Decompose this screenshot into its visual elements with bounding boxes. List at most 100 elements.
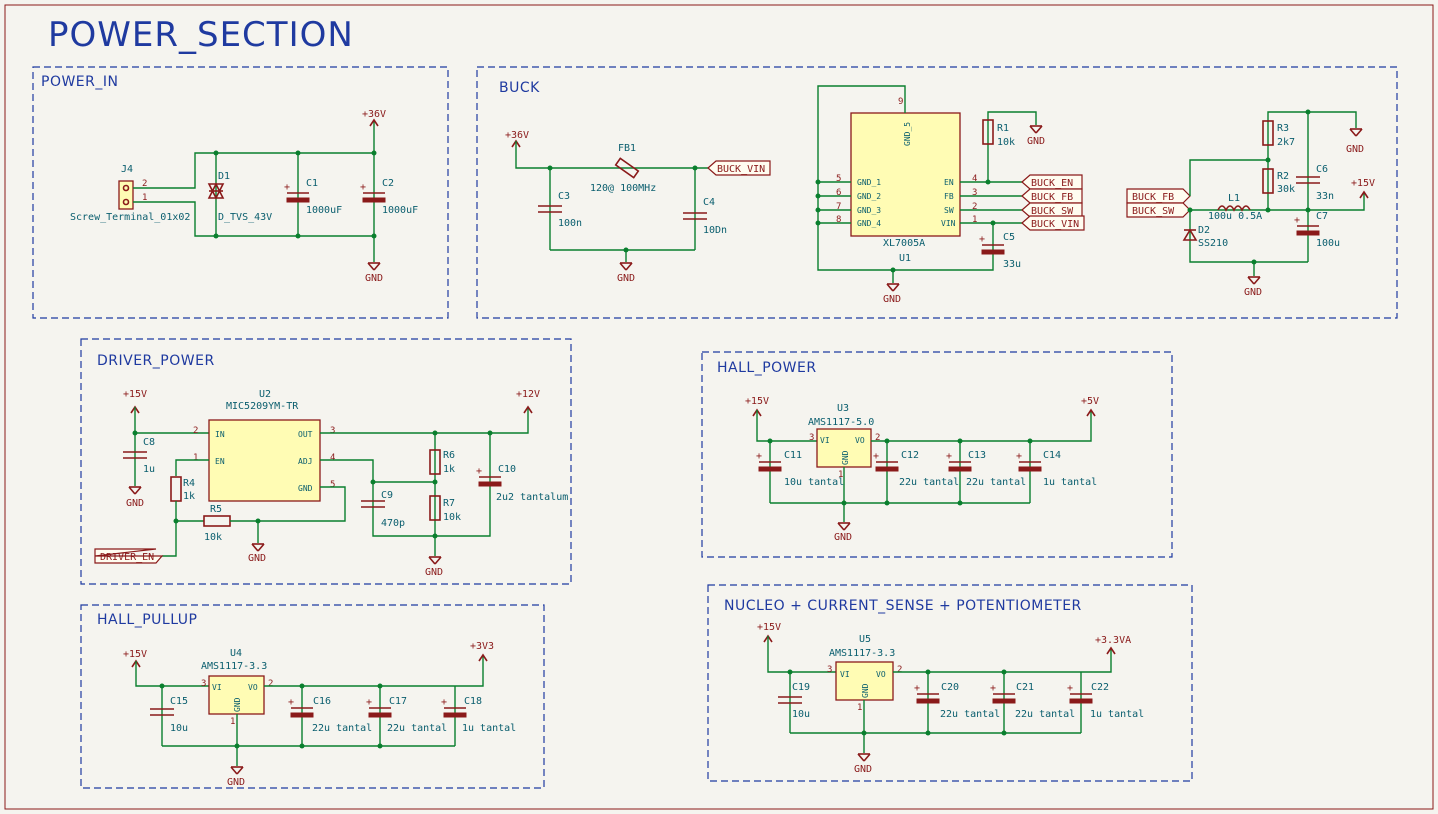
l1-value: 100u 0.5A [1208,211,1262,222]
u1-pin-en: EN [944,178,954,187]
u3-pin-vi: VI [820,436,830,445]
u5-pin-vo: VO [876,670,886,679]
d1-value: D_TVS_43V [218,212,272,223]
label-buck-en-text: BUCK_EN [1031,178,1073,189]
label-buck-fb-in-text: BUCK_FB [1132,192,1174,203]
power-36v-label: +36V [362,109,386,120]
c20-ref: C20 [941,682,959,693]
u2-ref: U2 [259,389,271,400]
label-buck-fb-in [1126,188,1191,204]
section-driver-power: DRIVER_POWER +15V C8 1u GND U2 MIC5209YM… [80,338,572,585]
power-36v-label: +36V [505,130,529,141]
power-15v-label: +15V [1351,178,1375,189]
gnd-label: GND [854,764,872,775]
label-buck-sw-text: BUCK_SW [1031,206,1074,217]
gnd-label: GND [834,532,852,543]
label-buck-fb [1021,188,1083,204]
u1-ref: U1 [899,253,911,264]
gnd-label: GND [617,273,635,284]
u4-num-gnd: 1 [230,717,235,727]
gnd-label: GND [227,777,245,788]
u1-num-7: 7 [836,202,841,212]
c17-value: 22u tantal [387,723,447,734]
section-title-buck: BUCK [499,80,540,96]
sheet-border [4,4,1434,810]
d1-ref: D1 [218,171,230,182]
r3-ref: R3 [1277,123,1289,134]
u1-pin-gnd5: GND_5 [903,122,912,146]
c5-value: 33u [1003,259,1021,270]
c6-ref: C6 [1316,164,1328,175]
c22-value: 1u tantal [1090,709,1144,720]
power-3v3a-label: +3.3VA [1095,635,1131,646]
u1-pin-gnd3: GND_3 [857,206,881,215]
u1-pin-gnd1: GND_1 [857,178,881,187]
u4-num-vo: 2 [268,679,273,689]
c15-ref: C15 [170,696,188,707]
power-15v-label: +15V [123,389,147,400]
c2-ref: C2 [382,178,394,189]
c9-value: 470p [381,518,405,529]
u2-pin-en: EN [215,457,225,466]
u4-num-vi: 3 [201,679,206,689]
u5-num-vo: 2 [897,665,902,675]
section-hall-pullup: HALL_PULLUP +15V U4 AMS1117-3.3 VI VO GN… [80,604,545,789]
j4-pin2: 2 [142,179,147,189]
u2-num-2: 2 [193,426,198,436]
u1-value: XL7005A [883,238,925,249]
r4-value: 1k [183,491,195,502]
j4-ref: J4 [121,164,133,175]
u1-pin-gnd4: GND_4 [857,219,881,228]
u5-num-gnd: 1 [857,703,862,713]
label-buck-fb-text: BUCK_FB [1031,192,1073,203]
section-title-nucleo: NUCLEO + CURRENT_SENSE + POTENTIOMETER [724,598,1082,614]
c15-value: 10u [170,723,188,734]
power-12v-label: +12V [516,389,540,400]
r3-value: 2k7 [1277,137,1295,148]
u5-num-vi: 3 [827,665,832,675]
c3-ref: C3 [558,191,570,202]
label-buck-vin-2-text: BUCK_VIN [1031,219,1079,230]
u3-ref: U3 [837,403,849,414]
c8-value: 1u [143,464,155,475]
l1-ref: L1 [1228,193,1240,204]
u2-pin-gnd: GND [298,484,313,493]
c4-value: 10Dn [703,225,727,236]
r6-ref: R6 [443,450,455,461]
u1-pin-vin: VIN [941,219,956,228]
c21-value: 22u tantal [1015,709,1075,720]
c7-ref: C7 [1316,211,1328,222]
gnd-label: GND [365,273,383,284]
section-title-hall-power: HALL_POWER [717,360,817,376]
u3-value: AMS1117-5.0 [808,417,874,428]
u2-value: MIC5209YM-TR [226,401,299,412]
u1-pin-sw: SW [944,206,954,215]
u4-body [208,675,265,715]
u1-num-1: 1 [972,215,977,225]
j4-value: Screw_Terminal_01x02 [70,212,190,223]
c20-value: 22u tantal [940,709,1000,720]
power-3v3-label: +3V3 [470,641,494,652]
label-driver-en-text: DRIVER_EN [100,552,154,563]
c13-value: 22u tantal [966,477,1026,488]
r1-ref: R1 [997,123,1009,134]
gnd-label: GND [126,498,144,509]
u5-pin-vi: VI [840,670,850,679]
label-buck-en [1021,174,1083,190]
section-hall-power: HALL_POWER +15V U3 AMS1117-5.0 VI VO GND… [701,351,1173,558]
c3-value: 100n [558,218,582,229]
c11-value: 10u tantal [784,477,844,488]
c1-value: 1000uF [306,205,342,216]
c10-value: 2u2 tantalum [496,492,568,503]
c16-ref: C16 [313,696,331,707]
label-buck-sw [1021,202,1083,218]
c14-value: 1u tantal [1043,477,1097,488]
c19-ref: C19 [792,682,810,693]
power-15v-label: +15V [745,396,769,407]
c18-ref: C18 [464,696,482,707]
u5-ref: U5 [859,634,871,645]
j4-connector [118,180,134,210]
u2-num-3: 3 [330,426,335,436]
u1-num-6: 6 [836,188,841,198]
